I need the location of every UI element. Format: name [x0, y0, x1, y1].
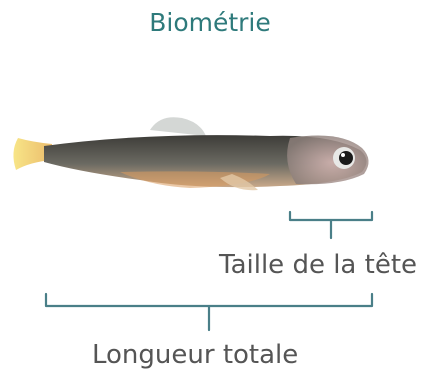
head-length-bracket: [290, 212, 372, 238]
total-length-label: Longueur totale: [92, 340, 298, 370]
total-length-bracket: [46, 294, 372, 330]
head-length-label: Taille de la tête: [219, 250, 417, 280]
